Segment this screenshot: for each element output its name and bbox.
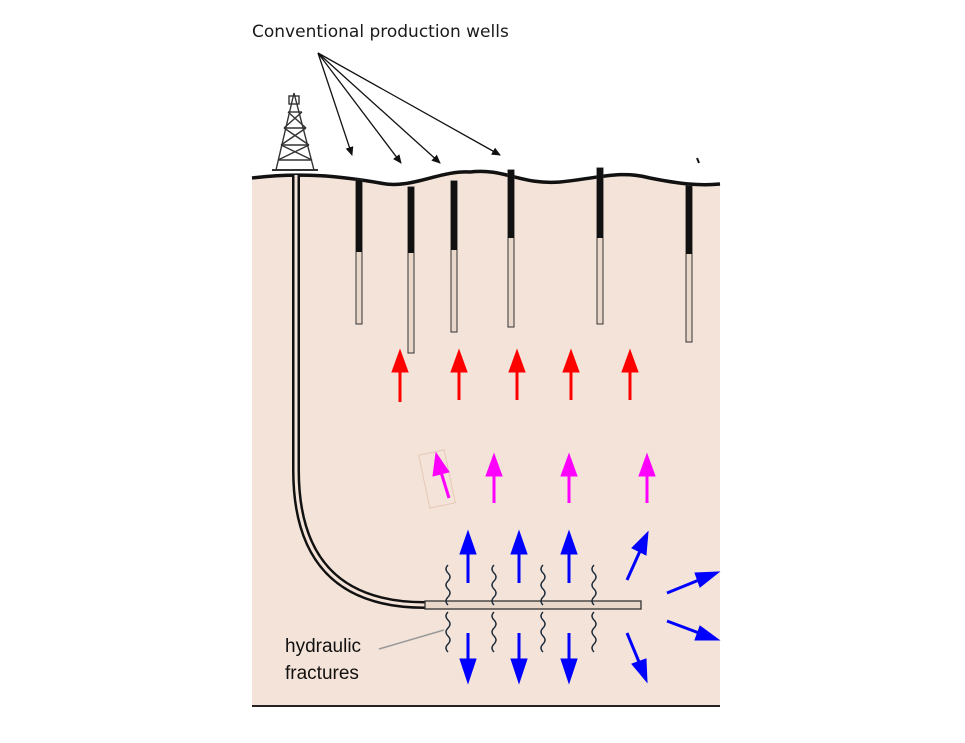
conventional-well bbox=[450, 180, 458, 333]
conventional-wells bbox=[355, 167, 693, 354]
magenta-up-arrow bbox=[560, 452, 578, 503]
fracture-label-leader bbox=[378, 629, 445, 650]
fracture-flow-arrows-blue bbox=[459, 529, 721, 685]
horizontal-lateral bbox=[424, 600, 642, 610]
fracture-line bbox=[445, 611, 451, 653]
magenta-up-arrow bbox=[638, 452, 656, 503]
selection-box bbox=[418, 449, 456, 509]
blue-diagonal-arrow bbox=[666, 571, 721, 595]
red-up-arrow bbox=[621, 348, 639, 400]
red-up-arrow bbox=[562, 348, 580, 400]
blue-diagonal-arrow bbox=[625, 632, 648, 684]
blue-down-arrow bbox=[459, 633, 477, 685]
red-up-arrow bbox=[450, 348, 468, 400]
conventional-well bbox=[596, 167, 604, 325]
hydraulic-fracture-lines bbox=[445, 564, 597, 653]
fracture-line bbox=[591, 611, 597, 653]
fracture-line bbox=[491, 611, 497, 653]
blue-down-arrow bbox=[510, 633, 528, 685]
drilling-derrick-icon bbox=[272, 92, 318, 171]
blue-diagonal-arrow bbox=[666, 619, 721, 641]
surface-line bbox=[251, 169, 721, 187]
fracture-line bbox=[591, 564, 597, 606]
blue-up-arrow bbox=[459, 529, 477, 583]
upward-flow-arrows-red bbox=[391, 348, 639, 402]
upward-flow-arrows-magenta bbox=[418, 449, 656, 509]
ground-section bbox=[252, 171, 720, 707]
label-pointer-arrows bbox=[317, 52, 501, 164]
surface-marker bbox=[696, 157, 700, 164]
blue-up-arrow bbox=[560, 529, 578, 583]
magenta-up-arrow bbox=[485, 452, 503, 503]
blue-diagonal-arrow bbox=[625, 530, 649, 581]
conventional-wells-label: Conventional production wells bbox=[252, 22, 509, 42]
hydraulic-label-line1: hydraulic bbox=[285, 636, 361, 657]
blue-up-arrow bbox=[510, 529, 528, 583]
red-up-arrow bbox=[508, 348, 526, 400]
blue-down-arrow bbox=[560, 633, 578, 685]
hydraulic-label-line2: fractures bbox=[285, 663, 359, 684]
magenta-up-arrow bbox=[432, 451, 451, 499]
fracture-line bbox=[445, 564, 451, 606]
fracture-line bbox=[491, 564, 497, 606]
conventional-well bbox=[355, 179, 363, 325]
horizontal-well bbox=[292, 175, 642, 610]
conventional-well bbox=[407, 186, 415, 354]
fracture-line bbox=[540, 564, 546, 606]
conventional-well bbox=[685, 185, 693, 343]
red-up-arrow bbox=[391, 348, 409, 402]
conventional-well bbox=[507, 169, 515, 328]
fracture-line bbox=[540, 611, 546, 653]
